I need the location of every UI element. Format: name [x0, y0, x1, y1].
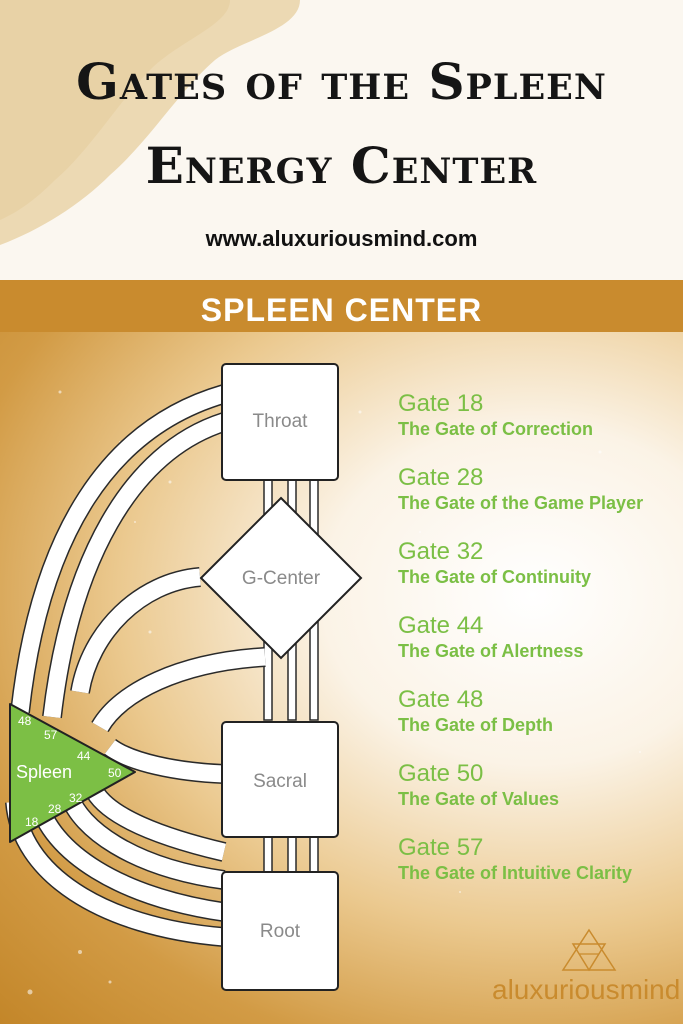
gate-number: Gate 28: [398, 464, 484, 491]
section-banner-label: SPLEEN CENTER: [200, 292, 483, 328]
gate-name: The Gate of Intuitive Clarity: [398, 863, 633, 883]
brand-logo-text: aluxuriousmind: [492, 974, 681, 1005]
diagram-panel: Throat G-Center Sacral Root Spleen 48 57…: [0, 332, 683, 1024]
g-center-label: G-Center: [242, 568, 321, 589]
gate-number: Gate 48: [398, 686, 484, 713]
spleen-label: Spleen: [16, 762, 72, 782]
spleen-gate-number: 48: [18, 714, 32, 728]
spleen-gate-number: 32: [69, 791, 83, 805]
gate-name: The Gate of the Game Player: [398, 493, 644, 513]
gate-number: Gate 44: [398, 612, 484, 639]
gate-name: The Gate of Continuity: [398, 567, 591, 587]
gate-name: The Gate of Depth: [398, 715, 554, 735]
spleen-gate-number: 44: [77, 749, 91, 763]
spleen-gate-number: 18: [25, 815, 39, 829]
gate-name: The Gate of Values: [398, 789, 560, 809]
gate-number: Gate 32: [398, 538, 484, 565]
spleen-gate-number: 50: [108, 766, 122, 780]
page-title-line1: Gates of the Spleen: [76, 52, 607, 111]
sacral-center: [221, 721, 339, 838]
gate-number: Gate 18: [398, 390, 484, 417]
spleen-center: [9, 703, 136, 843]
header: Gates of the Spleen Energy Center www.al…: [0, 0, 683, 280]
gate-name: The Gate of Alertness: [398, 641, 584, 661]
throat-label: Throat: [253, 411, 309, 432]
beige-blob-shape: [0, 0, 300, 245]
page-title-line2: Energy Center: [145, 136, 538, 195]
g-center: [199, 496, 363, 660]
spleen-gate-number: 28: [48, 802, 62, 816]
root-label: Root: [260, 921, 301, 942]
website-url[interactable]: www.aluxuriousmind.com: [205, 226, 478, 251]
bodygraph-diagram: Throat G-Center Sacral Root Spleen 48 57…: [5, 363, 641, 995]
section-banner: [0, 280, 683, 332]
spleen-gate-number: 57: [44, 728, 58, 742]
sacral-label: Sacral: [253, 771, 307, 792]
gate-name: The Gate of Correction: [398, 419, 594, 439]
triangle-logo-icon: [561, 928, 617, 972]
throat-center: [221, 363, 339, 481]
gate-number: Gate 57: [398, 834, 484, 861]
gate-number: Gate 50: [398, 760, 484, 787]
root-center: [221, 871, 339, 991]
